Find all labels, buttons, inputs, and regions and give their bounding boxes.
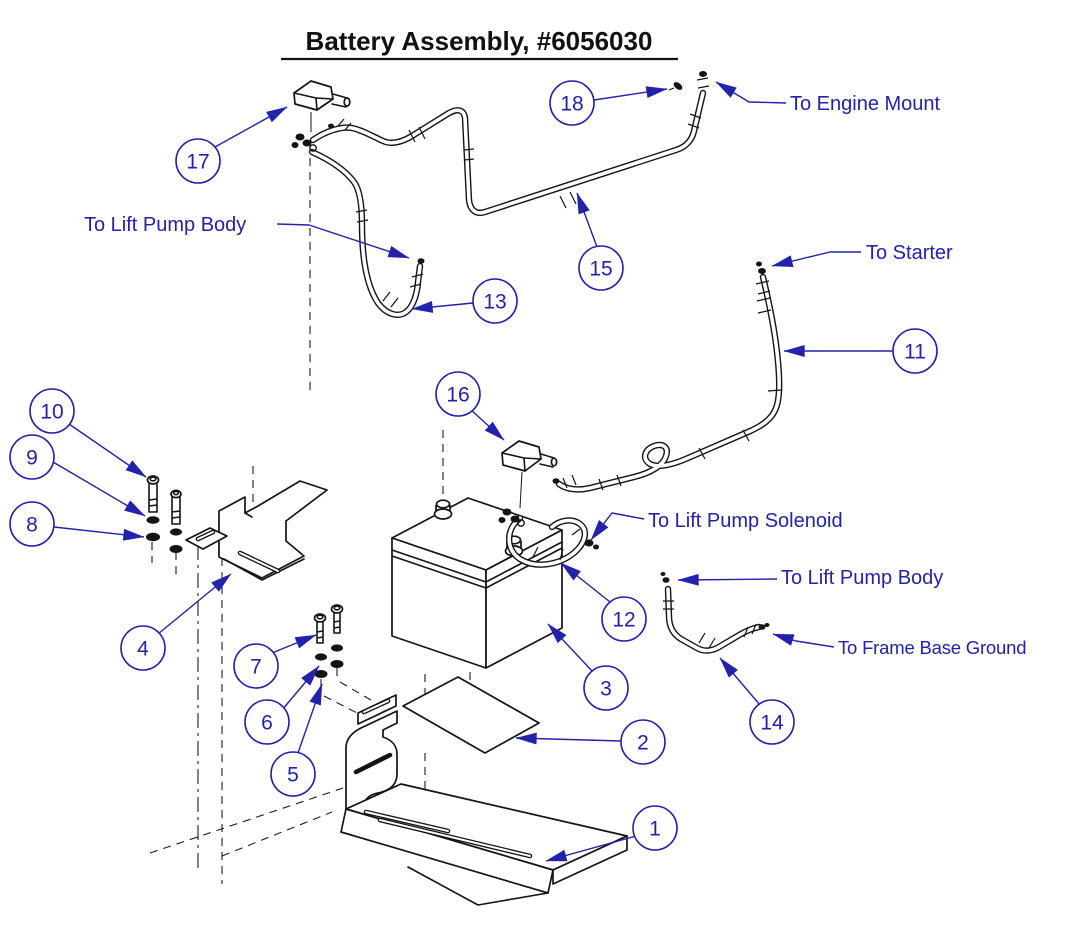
callout-9: 9 (9, 434, 55, 480)
part-cable-starter (552, 261, 783, 493)
label-to-starter: To Starter (866, 242, 953, 264)
part-bolts-left (146, 475, 183, 553)
part-battery (391, 497, 563, 669)
leader-15 (576, 192, 598, 248)
callout-11: 11 (892, 328, 938, 374)
callout-7: 7 (233, 643, 279, 689)
leader-6 (281, 665, 320, 711)
callout-12: 12 (601, 596, 647, 642)
callout-2: 2 (620, 719, 666, 765)
leader-lift-pump-body-right (677, 573, 778, 586)
diagram-title: Battery Assembly, #6056030 (306, 26, 653, 56)
callout-17-number: 17 (186, 151, 209, 174)
callout-18-number: 18 (560, 93, 583, 116)
callout-16-number: 16 (446, 384, 469, 407)
callout-14: 14 (749, 699, 795, 745)
leader-engine-mount (715, 81, 787, 104)
callout-6-number: 6 (261, 712, 273, 735)
leader-starter (771, 251, 861, 267)
battery-terminal-negative (433, 499, 453, 520)
leader-9 (52, 461, 146, 517)
part-battery-pad (402, 676, 540, 754)
leader-7 (271, 634, 317, 654)
label-to-engine-mount: To Engine Mount (790, 93, 941, 115)
callout-3-number: 3 (600, 678, 612, 701)
part-cable-ground (660, 572, 770, 654)
label-to-lift-pump-body-left: To Lift Pump Body (84, 214, 246, 236)
leader-16 (469, 408, 505, 441)
leader-18 (593, 86, 668, 101)
callout-1: 1 (632, 805, 678, 851)
leader-12 (560, 562, 611, 603)
leader-14 (719, 657, 761, 706)
callout-11-number: 11 (904, 341, 926, 364)
callout-15-number: 15 (589, 258, 612, 281)
leader-10 (68, 423, 147, 478)
part-hold-down-bracket (185, 480, 328, 581)
leader-3 (547, 623, 593, 672)
callout-8-number: 8 (26, 514, 38, 537)
leader-5 (297, 683, 323, 754)
callout-4: 4 (120, 625, 166, 671)
leader-2 (515, 732, 622, 745)
part-terminal-cover-16 (501, 440, 558, 472)
callout-13: 13 (472, 278, 518, 324)
callout-16: 16 (435, 371, 481, 417)
part-terminal-cover-17 (293, 80, 351, 111)
leader-1 (545, 835, 637, 862)
label-to-lift-pump-solenoid: To Lift Pump Solenoid (648, 510, 843, 532)
leader-4 (157, 573, 232, 635)
part-cable-lift-pump-body (291, 133, 425, 318)
callout-9-number: 9 (26, 447, 38, 470)
callout-18: 18 (549, 80, 595, 126)
leader-17 (214, 106, 288, 148)
terminal-cluster-positive (498, 508, 525, 527)
callout-7-number: 7 (250, 656, 262, 679)
callout-10-number: 10 (40, 401, 63, 424)
leader-13 (411, 301, 474, 313)
label-to-lift-pump-body-right: To Lift Pump Body (781, 567, 943, 589)
title-block: Battery Assembly, #6056030 (281, 26, 678, 61)
callout-8: 8 (9, 501, 55, 547)
callout-12-number: 12 (612, 609, 635, 632)
part-battery-tray (340, 694, 628, 906)
part-cable-solenoid-loop (498, 508, 599, 568)
callout-5: 5 (270, 751, 316, 797)
part-cable-engine-mount (309, 71, 710, 216)
callout-6: 6 (244, 699, 290, 745)
callout-13-number: 13 (483, 291, 506, 314)
callout-3: 3 (583, 665, 629, 711)
label-to-frame-base-ground: To Frame Base Ground (838, 637, 1026, 658)
leader-lift-pump-body-left (276, 223, 410, 259)
callout-17: 17 (175, 138, 221, 184)
terminal-cluster-negative (291, 133, 317, 152)
callout-4-number: 4 (137, 638, 149, 661)
callout-14-number: 14 (760, 712, 784, 735)
annotations: To Engine Mount To Lift Pump Body To Sta… (9, 80, 1026, 862)
callout-15: 15 (578, 245, 624, 291)
leader-frame-base-ground (772, 633, 835, 648)
leader-8 (53, 526, 145, 541)
callout-5-number: 5 (287, 764, 299, 787)
callout-10: 10 (29, 388, 75, 434)
callout-1-number: 1 (649, 818, 661, 841)
callout-2-number: 2 (637, 732, 649, 755)
leader-lift-pump-solenoid (590, 512, 645, 541)
